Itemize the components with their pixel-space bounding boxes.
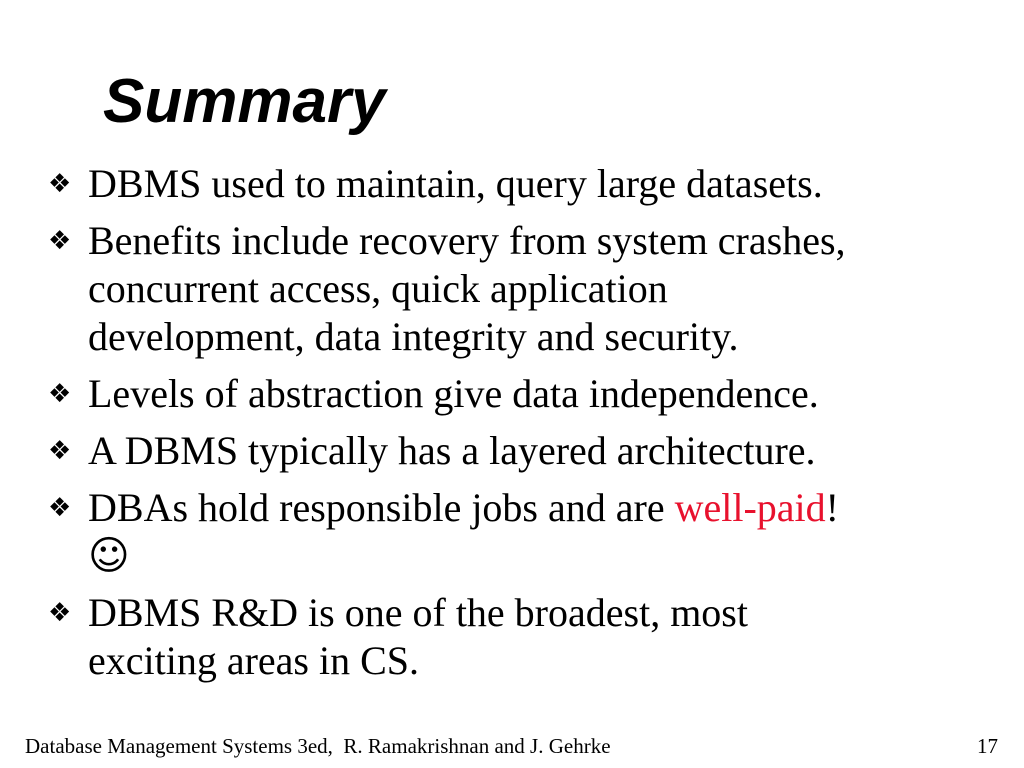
bullet-text: ! xyxy=(825,485,839,530)
bullet-line: development, data integrity and security… xyxy=(88,313,1004,361)
bullet-text: well-paid xyxy=(674,485,826,530)
bullet-text: development, data integrity and security… xyxy=(88,314,739,359)
bullet-list: ❖ DBMS used to maintain, query large data… xyxy=(0,160,1024,694)
smiley-icon: ☺ xyxy=(88,533,130,579)
bullet-item: ❖ DBAs hold responsible jobs and are well… xyxy=(48,484,1004,580)
bullet-content: Benefits include recovery from system cr… xyxy=(88,217,1004,361)
bullet-text: Levels of abstraction give data independ… xyxy=(88,371,819,416)
bullet-line: Benefits include recovery from system cr… xyxy=(88,217,1004,265)
bullet-content: DBAs hold responsible jobs and are well-… xyxy=(88,484,1004,580)
diamond-bullet-icon: ❖ xyxy=(48,379,72,409)
bullet-text: A DBMS typically has a layered architect… xyxy=(88,428,816,473)
bullet-text: DBAs hold responsible jobs and are xyxy=(88,485,675,530)
bullet-line: ☺ xyxy=(88,532,1004,580)
bullet-content: A DBMS typically has a layered architect… xyxy=(88,427,1004,475)
bullet-text: DBMS used to maintain, query large datas… xyxy=(88,161,823,206)
bullet-line: DBMS used to maintain, query large datas… xyxy=(88,160,1004,208)
bullet-item: ❖ Benefits include recovery from system c… xyxy=(48,217,1004,361)
bullet-text: Benefits include recovery from system cr… xyxy=(88,218,846,263)
slide-footer: Database Management Systems 3ed, R. Rama… xyxy=(25,734,998,759)
bullet-text: exciting areas in CS. xyxy=(88,638,420,683)
footer-citation: Database Management Systems 3ed, R. Rama… xyxy=(25,734,611,758)
bullet-text: DBMS R&D is one of the broadest, most xyxy=(88,590,748,635)
bullet-line: A DBMS typically has a layered architect… xyxy=(88,427,1004,475)
bullet-line: DBAs hold responsible jobs and are well-… xyxy=(88,484,1004,532)
slide-title: Summary xyxy=(103,67,386,136)
page-number: 17 xyxy=(977,734,998,758)
bullet-text: concurrent access, quick application xyxy=(88,266,668,311)
bullet-item: ❖ DBMS used to maintain, query large data… xyxy=(48,160,1004,208)
diamond-bullet-icon: ❖ xyxy=(48,226,72,256)
bullet-line: Levels of abstraction give data independ… xyxy=(88,370,1004,418)
bullet-item: ❖ A DBMS typically has a layered architec… xyxy=(48,427,1004,475)
diamond-bullet-icon: ❖ xyxy=(48,169,72,199)
bullet-content: DBMS used to maintain, query large datas… xyxy=(88,160,1004,208)
diamond-bullet-icon: ❖ xyxy=(48,598,72,628)
bullet-item: ❖ Levels of abstraction give data indepen… xyxy=(48,370,1004,418)
bullet-line: exciting areas in CS. xyxy=(88,637,1004,685)
bullet-line: DBMS R&D is one of the broadest, most xyxy=(88,589,1004,637)
bullet-content: Levels of abstraction give data independ… xyxy=(88,370,1004,418)
diamond-bullet-icon: ❖ xyxy=(48,436,72,466)
bullet-line: concurrent access, quick application xyxy=(88,265,1004,313)
diamond-bullet-icon: ❖ xyxy=(48,493,72,523)
